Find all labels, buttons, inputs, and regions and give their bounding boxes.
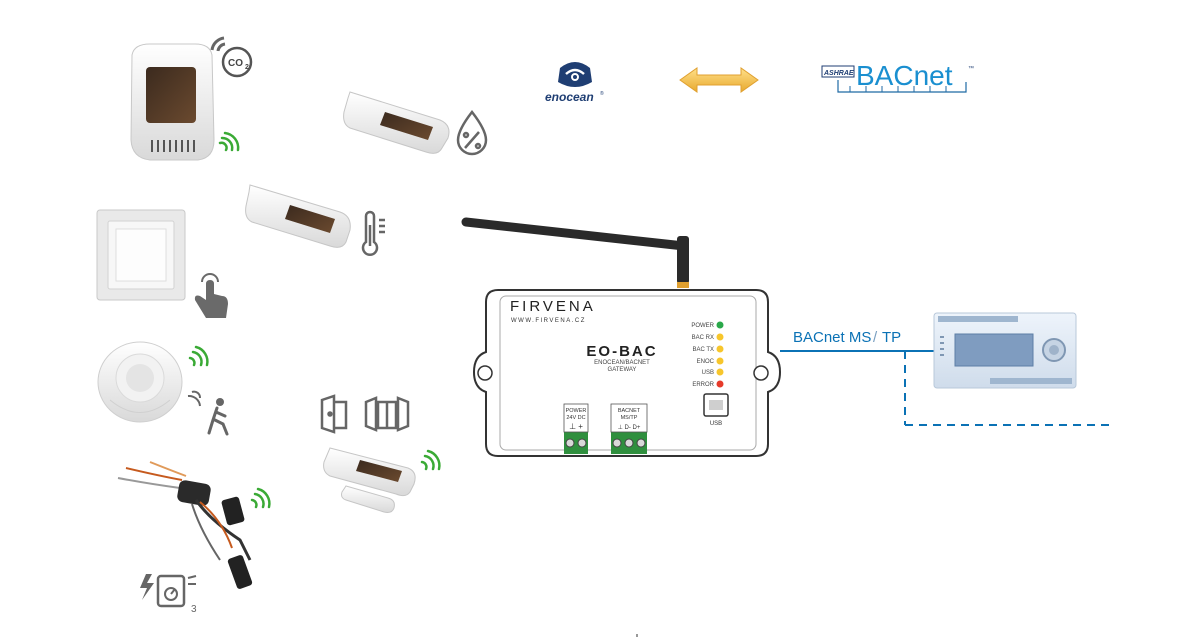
bacnet-logo-text: BACnet [856, 60, 953, 91]
thermometer-icon [361, 210, 385, 256]
led-label: BAC TX [692, 347, 714, 353]
gateway-website: WWW.FIRVENA.CZ [511, 318, 586, 324]
gateway-brand: FIRVENA [510, 298, 596, 315]
co2-icon [210, 36, 253, 78]
gateway-model: EO-BAC [586, 343, 657, 360]
bacnet-trademark: ™ [968, 65, 974, 72]
window-icon [364, 396, 410, 432]
motion-person-icon [187, 390, 229, 436]
motion-sensor [97, 341, 183, 423]
wireless-signal-icon [250, 487, 271, 509]
bacnet-pins-label: ⊥ D- D+ [618, 424, 641, 431]
led-label: ENOC [697, 359, 715, 365]
meter-subscript: 3 [191, 604, 197, 615]
bacnet-bus-line [780, 350, 1115, 426]
led-label: ERROR [692, 382, 714, 388]
co2-text: CO [228, 58, 243, 69]
led-labels: POWER BAC RX BAC TX ENOC USB ERROR [691, 323, 714, 388]
gateway-device [472, 289, 782, 457]
humidity-sensor [343, 91, 450, 154]
gateway-subtitle-1: ENOCEAN/BACNET [594, 360, 650, 366]
led-label: BAC RX [692, 335, 714, 341]
bacnet-mstp-label: MS/TP [621, 415, 638, 421]
light-switch [96, 209, 186, 301]
touch-hand-icon [194, 273, 228, 318]
door-window-contact [323, 447, 416, 513]
power-label: POWER [566, 408, 587, 414]
wireless-signal-icon [218, 131, 240, 152]
ashrae-logo-text: ASHRAE [823, 70, 854, 77]
meter-interface [117, 461, 253, 589]
bacnet-controller [933, 312, 1077, 389]
bus-label-main: BACnet MS [793, 329, 871, 346]
temperature-sensor [245, 184, 351, 248]
antenna [461, 217, 689, 288]
enocean-logo-text: enocean [545, 90, 594, 104]
bidirectional-arrow-icon [679, 67, 759, 93]
humidity-icon [456, 109, 488, 156]
bus-label-slash: / [873, 329, 878, 346]
bacnet-port-label: BACNET [618, 408, 641, 414]
power-voltage-label: 24V DC [566, 415, 585, 421]
enocean-registered-mark: ® [600, 90, 604, 97]
co2-subscript: 2 [245, 64, 249, 71]
gateway-subtitle-2: GATEWAY [608, 367, 637, 373]
door-icon [320, 394, 348, 434]
bacnet-logo [821, 65, 967, 93]
co2-sensor [130, 43, 215, 161]
led-label: POWER [691, 323, 714, 329]
wireless-signal-icon [420, 449, 441, 471]
energy-meter-icon [140, 574, 197, 608]
bus-label-tp: TP [882, 329, 901, 346]
enocean-logo [558, 62, 592, 87]
power-pins-label: ⊥ + [569, 422, 583, 431]
usb-label: USB [710, 421, 722, 427]
wireless-signal-icon [188, 345, 209, 367]
led-label: USB [702, 370, 714, 376]
